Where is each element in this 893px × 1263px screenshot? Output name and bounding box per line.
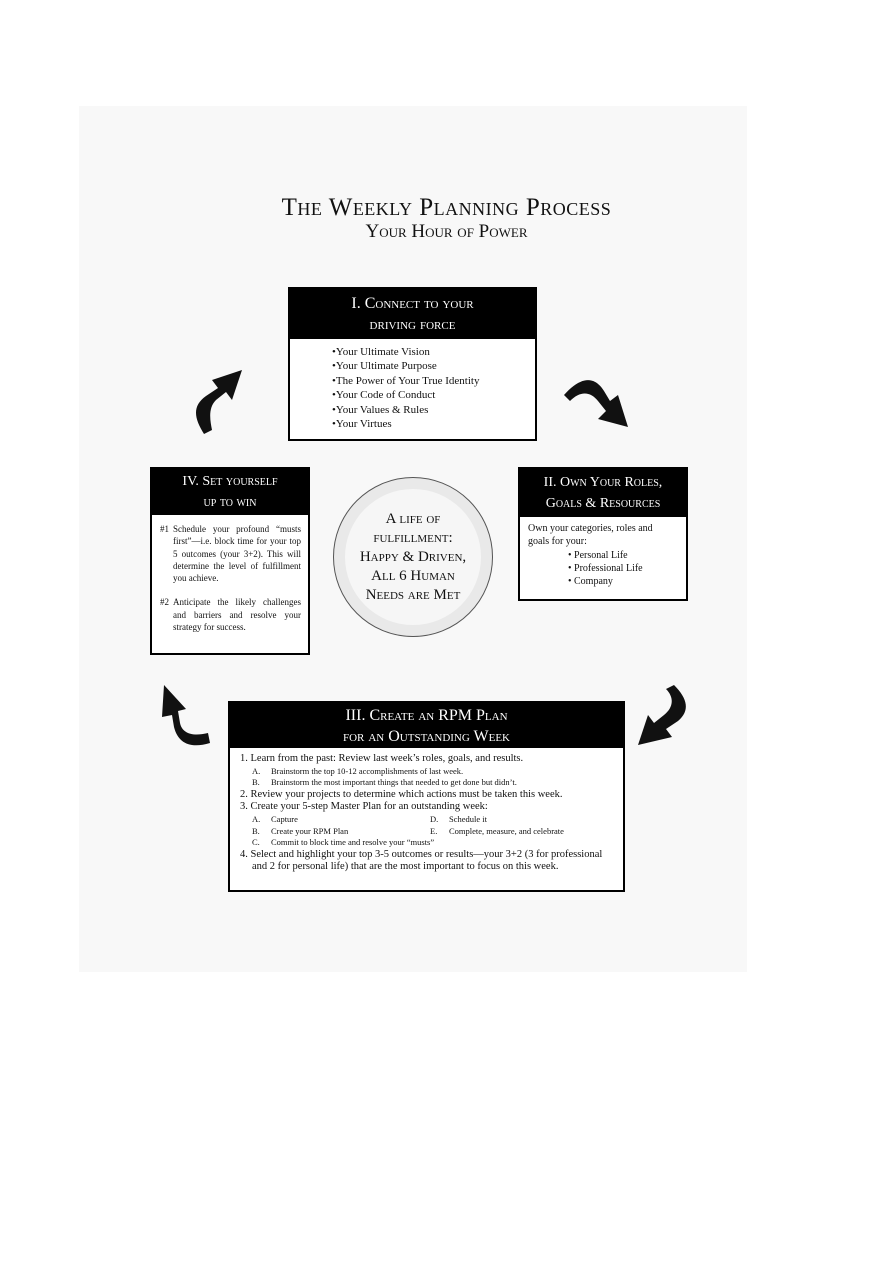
list-item: •Your Values & Rules [332,403,429,416]
curved-arrow-icon [196,370,242,434]
step-4-heading: IV. Set yourself up to win [152,469,308,515]
step-3-heading-line2: for an Outstanding Week [342,728,511,745]
step-1-heading: I. Connect to your driving force [290,289,535,339]
step-3-heading: III. Create an RPM Plan for an Outstandi… [230,703,623,748]
center-line-2: fulfillment: [373,530,453,546]
step-3-item-1a: A.Brainstorm the top 10-12 accomplishmen… [252,765,464,776]
step-1-heading-line1: I. Connect to your [351,295,474,312]
step-2-heading: II. Own Your Roles, Goals & Resources [520,469,686,517]
step-1-box: I. Connect to your driving force •Your U… [288,287,537,441]
center-line-5: Needs are Met [365,587,461,603]
step-2-intro-line2: goals for your: [528,536,587,548]
step-3-item-3-row3: C.Commit to block time and resolve your … [252,837,435,848]
center-line-4: All 6 Human [371,568,455,584]
center-circle-inner [345,489,481,625]
curved-arrow-icon [564,380,628,427]
list-item: •Your Virtues [332,418,392,431]
list-item: •The Power of Your True Identity [332,374,480,387]
step-3-body: 1. Learn from the past: Review last week… [230,748,623,874]
center-circle-text: A life of fulfillment: Happy & Driven, A… [333,510,493,605]
step-3-box: III. Create an RPM Plan for an Outstandi… [228,701,625,892]
list-item: •Your Ultimate Vision [332,346,430,358]
curved-arrow-icon [638,685,686,745]
step-3-item-3-row2: B.Create your RPM Plan E.Complete, measu… [252,825,564,836]
page-subtitle: Your Hour of Power [365,221,528,242]
step-1-list: •Your Ultimate Vision •Your Ultimate Pur… [290,339,535,431]
list-item: • Personal Life [568,549,628,561]
step-3-item-4-line1: 4. Select and highlight your top 3-5 out… [240,848,603,860]
center-line-3: Happy & Driven, [359,549,467,565]
step-3-item-4-line2: and 2 for personal life) that are the mo… [252,861,559,873]
step-2-body: Own your categories, roles and goals for… [520,517,686,588]
step-3-heading-line1: III. Create an RPM Plan [345,707,508,724]
list-item: •Your Ultimate Purpose [332,360,437,373]
step-3-item-3-row1: A.Capture D.Schedule it [252,813,488,824]
step-1-heading-line2: driving force [369,316,456,333]
step-4-heading-line1: IV. Set yourself [182,474,278,489]
step-4-heading-line2: up to win [203,495,257,510]
step-2-box: II. Own Your Roles, Goals & Resources Ow… [518,467,688,601]
step-2-heading-line2: Goals & Resources [545,496,661,511]
list-item: • Professional Life [568,562,643,574]
curved-arrow-icon [162,685,210,746]
step-2-intro-line1: Own your categories, roles and [528,523,653,534]
list-item: • Company [568,576,613,588]
step-2-heading-line1: II. Own Your Roles, [543,475,663,490]
step-3-item-1b: B.Brainstorm the most important things t… [252,777,517,788]
step-3-item-1: 1. Learn from the past: Review last week… [240,753,524,764]
center-line-1: A life of [385,511,441,527]
step-3-item-2: 2. Review your projects to determine whi… [240,788,563,800]
page-title: The Weekly Planning Process [281,194,612,221]
list-item: •Your Code of Conduct [332,389,436,402]
step-3-item-3: 3. Create your 5-step Master Plan for an… [240,801,488,813]
